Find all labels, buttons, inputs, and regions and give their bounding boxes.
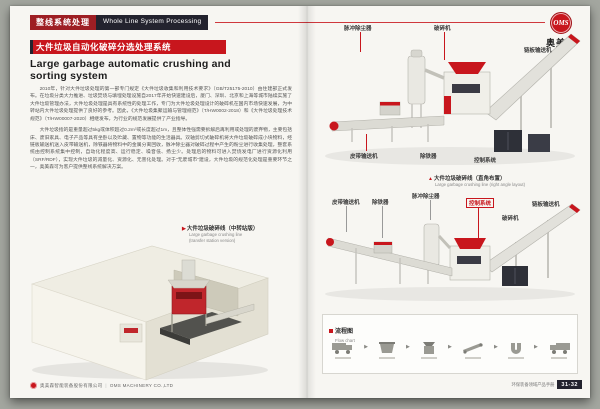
label-chain-conveyor-2: 链板输送机 [532,202,560,208]
page-number: 31-32 [557,380,582,389]
transfer-station-illustration [24,232,276,382]
machinery-drawing-1 [325,33,581,165]
body-text: 2010年，针对大件垃圾处理的第一部专门规定《大件垃圾收集和利用技术要求》（GB… [30,86,292,176]
machinery-drawing-2 [325,203,581,301]
truck-icon [332,343,352,354]
red-square-icon [329,329,333,333]
company-footer: 奥美森智能装备股份有限公司 | OMS MACHINERY CO.,LTD [30,382,173,389]
company-name-cn: 奥美森智能装备股份有限公司 [40,382,103,388]
leader-line [366,134,367,151]
left-page: 大件垃圾自动化破碎分选处理系统 Large garbage automatic … [10,6,305,398]
leader-line [478,208,479,238]
flow-chart-panel: 流程图 Flow chart ▶ ▶ [322,314,578,374]
label-iron-remover-2: 除铁器 [372,200,389,206]
flow-title-cn: 流程图 [335,329,354,335]
caption-en-1: Large garbage crushing line [189,232,243,237]
oms-footer-logo-icon [30,382,37,389]
flow-step [377,341,397,359]
label-iron-remover: 除铁器 [420,154,437,160]
crushing-line-right-angle-illustration: 脉冲除尘器 破碎机 链板输送机 皮带输送机 除铁器 控制系统 [316,24,584,172]
caption-en-2: (transfer station version) [189,237,236,243]
label-crusher: 破碎机 [434,26,451,32]
header-badge: 整线系统处理 Whole Line System Processing [30,15,209,30]
arrow-icon: ▶ [406,344,410,350]
triangle-up-icon: ▲ [428,176,433,182]
label-crusher-2: 破碎机 [502,216,519,222]
conveyor-icon [462,343,483,354]
flow-step [507,341,525,359]
label-belt-conveyor: 皮带输送机 [350,154,378,160]
flow-step [461,341,485,359]
caption-cn: 大件垃圾破碎线（中转站版） [186,226,259,232]
logo-text: OMS [553,19,569,27]
header-rule [215,22,545,23]
diagram1-caption-cn: 大件垃圾破碎线（直角布置） [433,176,506,182]
header-badge-en: Whole Line System Processing [96,15,209,30]
footer-divider: | [105,383,107,388]
arrow-icon: ▶ [448,344,452,350]
flow-title-en: Flow chart [335,338,355,343]
flow-steps: ▶ ▶ ▶ ▶ [331,341,571,359]
building-cutaway-drawing [31,245,269,381]
flow-chart-title: 流程图 Flow chart [329,320,355,343]
brand-name: 奥美森 [544,36,578,49]
paragraph-2: 大件垃圾指的是重量超过5kg或体积超过0.2m³或长度超过1m，且整体性强需要拆… [30,128,292,171]
leader-line [444,32,445,60]
arrow-icon: ▶ [494,344,498,350]
right-page: 脉冲除尘器 破碎机 链板输送机 皮带输送机 除铁器 控制系统 ▲大件垃圾破碎线（… [310,6,590,398]
label-belt-conveyor-2: 皮带输送机 [332,200,360,206]
crushing-line-inline-illustration: 皮带输送机 除铁器 脉冲除尘器 控制系统 破碎机 链板输送机 [316,192,584,308]
leader-line [360,32,361,52]
label-control-system: 控制系统 [474,158,497,164]
label-dust-collector-2: 脉冲除尘器 [412,194,440,200]
brand-logo: OMS 奥美森 [544,12,578,49]
flow-step [419,341,439,359]
handbook-title: 环保装备领域产品手册 [511,381,555,387]
arrow-icon: ▶ [534,344,538,350]
page-title: 大件垃圾自动化破碎分选处理系统 [30,40,226,54]
page-title-en: Large garbage automatic crushing and sor… [30,58,231,83]
truck-out-icon [549,343,570,354]
arrow-icon: ▶ [364,344,368,350]
label-chain-conveyor: 链板输送机 [524,48,552,54]
label-control-system-2: 控制系统 [466,198,495,208]
paragraph-1: 2010年，针对大件垃圾处理的第一部专门规定《大件垃圾收集和利用技术要求》（GB… [30,87,292,122]
left-illustration-caption: ▶大件垃圾破碎线（中转站版） Large garbage crushing li… [182,224,292,243]
leader-line [430,200,431,220]
flow-step [547,341,571,359]
leader-line [346,206,347,232]
diagram1-caption: ▲大件垃圾破碎线（直角布置） Large garbage crushing li… [428,174,588,187]
oms-logo-icon: OMS [550,12,572,34]
label-pulse-dust-collector: 脉冲除尘器 [344,26,372,32]
diagram1-caption-en: Large garbage crushing line (right angle… [435,182,526,187]
header-badge-cn: 整线系统处理 [30,15,96,30]
triangle-right-icon: ▶ [182,226,186,232]
catalog-spread: 整线系统处理 Whole Line System Processing OMS … [10,6,590,398]
leader-line [382,206,383,238]
magnet-icon [510,343,521,354]
flow-step [331,341,355,359]
bin-icon [378,342,395,353]
company-name-en: OMS MACHINERY CO.,LTD [109,383,174,388]
page-footer: 环保装备领域产品手册 31-32 [511,380,582,389]
crusher-icon [422,342,435,354]
